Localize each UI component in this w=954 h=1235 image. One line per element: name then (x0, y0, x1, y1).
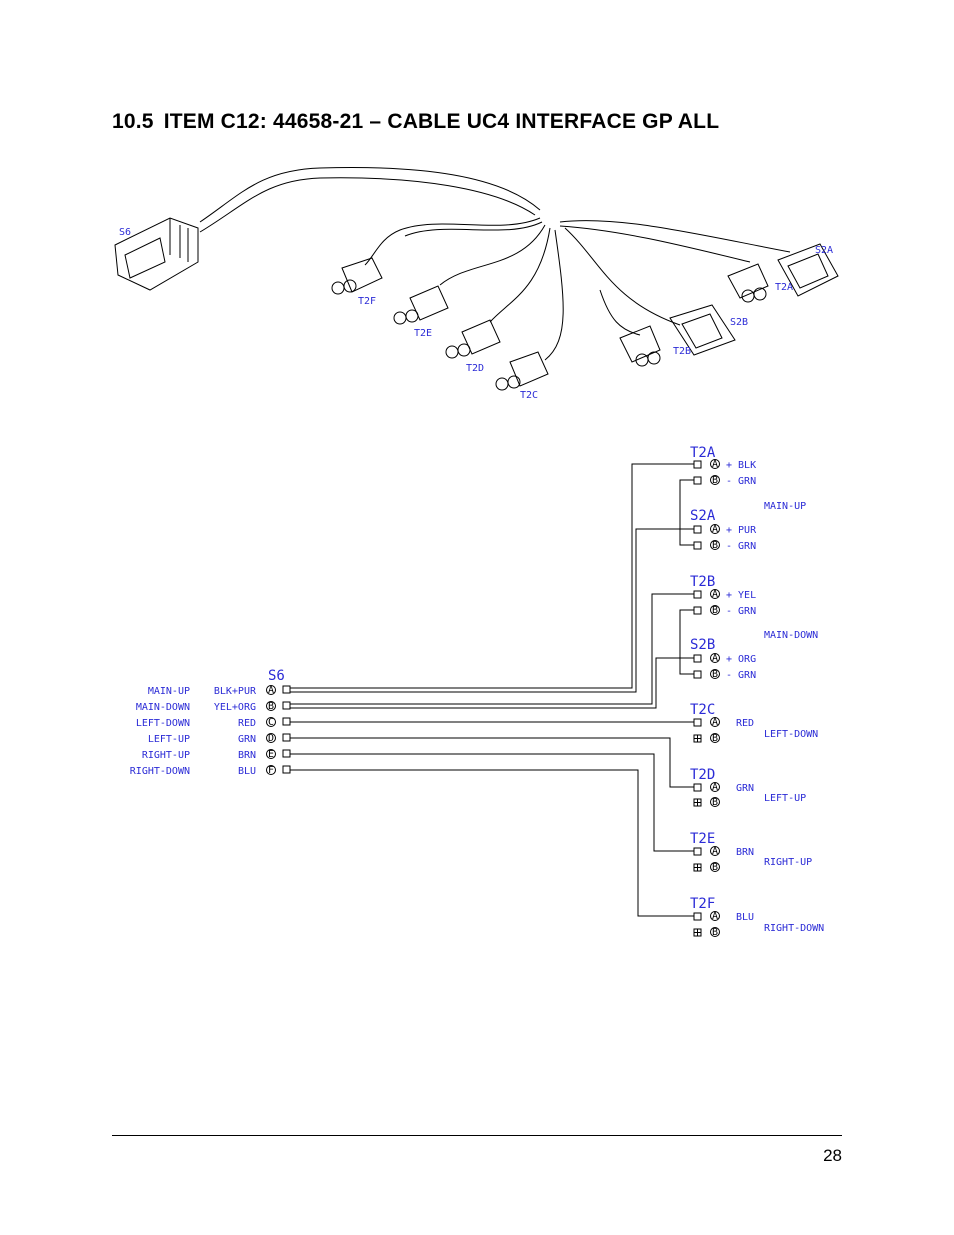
pin-letter: B (712, 669, 718, 680)
harness-illustration (114, 167, 839, 391)
pin-color: + PUR (726, 525, 757, 536)
s6-pin-function: LEFT-DOWN (136, 718, 190, 729)
s6-pin-function: MAIN-UP (148, 686, 190, 697)
s6-pin-letter: A (268, 685, 274, 696)
pin-letter: A (712, 589, 718, 600)
pin-letter: B (712, 862, 718, 873)
s6-pin-letter: E (268, 749, 274, 760)
pin-color: - GRN (726, 670, 756, 681)
pin-letter: A (712, 911, 718, 922)
s6-pin-function: RIGHT-UP (142, 750, 190, 761)
illus-label-t2b: T2B (673, 346, 691, 357)
pin-color: BRN (736, 847, 754, 858)
s6-pin-row: LEFT-DOWN RED C (136, 717, 291, 729)
connector-name: T2A (690, 445, 716, 461)
section-title: ITEM C12: 44658-21 – CABLE UC4 INTERFACE… (163, 110, 720, 133)
pin-color: + BLK (726, 460, 756, 471)
pin-color: RED (736, 718, 754, 729)
connector-note: MAIN-UP (764, 501, 806, 512)
illus-label-t2c: T2C (520, 390, 538, 401)
pin-color: GRN (736, 783, 754, 794)
s6-pin-terminal (282, 685, 291, 694)
s6-pin-terminal (282, 765, 291, 774)
s6-connector-label: S6 (268, 668, 285, 684)
pin-letter: B (712, 797, 718, 808)
illustration-labels: S6 S2A T2A S2B T2B T2F T2E T2D T2C (119, 227, 833, 401)
s6-pin-terminal (282, 701, 291, 710)
pin-letter: A (712, 846, 718, 857)
s6-pin-function: MAIN-DOWN (136, 702, 190, 713)
s6-pin-terminal (282, 717, 291, 726)
pin-letter: A (712, 459, 718, 470)
pin-color: BLU (736, 912, 754, 923)
pin-letter: A (712, 782, 718, 793)
connector-note: LEFT-DOWN (764, 729, 818, 740)
connector-note: RIGHT-UP (764, 857, 812, 868)
connector-t2b: T2B A + YEL B - GRN (690, 574, 756, 617)
connector-name: T2E (690, 831, 715, 847)
pin-letter: A (712, 653, 718, 664)
s6-pin-letter: C (268, 717, 274, 728)
s6-pin-terminal (282, 733, 291, 742)
connector-t2a: T2A A + BLK B - GRN (690, 445, 756, 487)
s6-pin-letter: F (268, 765, 274, 776)
pin-letter: B (712, 475, 718, 486)
footer-divider (112, 1135, 842, 1136)
connector-name: T2D (690, 767, 715, 783)
pin-color: - GRN (726, 606, 756, 617)
illus-label-s6: S6 (119, 227, 131, 238)
pin-color: + ORG (726, 654, 756, 665)
pin-letter: A (712, 524, 718, 535)
s6-pin-color: BRN (238, 750, 256, 761)
pin-color: - GRN (726, 541, 756, 552)
connector-note: MAIN-DOWN (764, 630, 818, 641)
illus-label-s2b: S2B (730, 317, 748, 328)
connector-s2b: S2B MAIN-DOWN A + ORG B - GRN (690, 630, 818, 681)
s6-pin-letter: B (268, 701, 274, 712)
pin-color: - GRN (726, 476, 756, 487)
s6-pin-row: RIGHT-DOWN BLU F (130, 765, 291, 777)
pin-letter: B (712, 540, 718, 551)
illus-label-t2e: T2E (414, 328, 432, 339)
s6-pin-letter: D (268, 733, 274, 744)
connector-t2f: T2F A BLU B RIGHT-DOWN (690, 896, 824, 938)
s6-pin-function: RIGHT-DOWN (130, 766, 190, 777)
illus-label-t2f: T2F (358, 296, 376, 307)
connector-t2c: T2C A RED B LEFT-DOWN (690, 702, 818, 744)
connector-t2e: T2E A BRN B RIGHT-UP (690, 831, 812, 873)
pin-letter: B (712, 605, 718, 616)
pin-letter: B (712, 927, 718, 938)
pin-letter: B (712, 733, 718, 744)
s6-pin-color: GRN (238, 734, 256, 745)
wiring (290, 463, 694, 917)
illus-label-t2a: T2A (775, 282, 793, 293)
s6-pin-row: LEFT-UP GRN D (148, 733, 291, 745)
illus-label-t2d: T2D (466, 363, 484, 374)
s6-pin-color: YEL+ORG (214, 702, 256, 713)
s6-pin-function: LEFT-UP (148, 734, 190, 745)
connector-s2a: S2A MAIN-UP A + PUR B - GRN (690, 501, 806, 552)
s6-pin-terminal (282, 749, 291, 758)
s6-pin-color: RED (238, 718, 256, 729)
connector-name: S2B (690, 637, 715, 653)
connector-name: S2A (690, 508, 716, 524)
s6-pin-row: MAIN-DOWN YEL+ORG B (136, 701, 291, 713)
s6-pin-row: RIGHT-UP BRN E (142, 749, 291, 761)
connector-t2d: T2D A GRN B LEFT-UP (690, 767, 806, 808)
connector-note: RIGHT-DOWN (764, 923, 824, 934)
section-heading: 10.5 ITEM C12: 44658-21 – CABLE UC4 INTER… (112, 110, 729, 134)
pin-color: + YEL (726, 590, 756, 601)
illus-label-s2a: S2A (815, 245, 833, 256)
connector-name: T2F (690, 896, 715, 912)
page-number: 28 (823, 1146, 842, 1165)
connector-name: T2C (690, 702, 715, 718)
pin-letter: A (712, 717, 718, 728)
s6-pin-color: BLU (238, 766, 256, 777)
connector-name: T2B (690, 574, 715, 590)
section-number: 10.5 (112, 110, 154, 133)
connector-note: LEFT-UP (764, 793, 806, 804)
s6-pin-color: BLK+PUR (214, 686, 257, 697)
s6-pin-row: MAIN-UP BLK+PUR A (148, 685, 291, 697)
